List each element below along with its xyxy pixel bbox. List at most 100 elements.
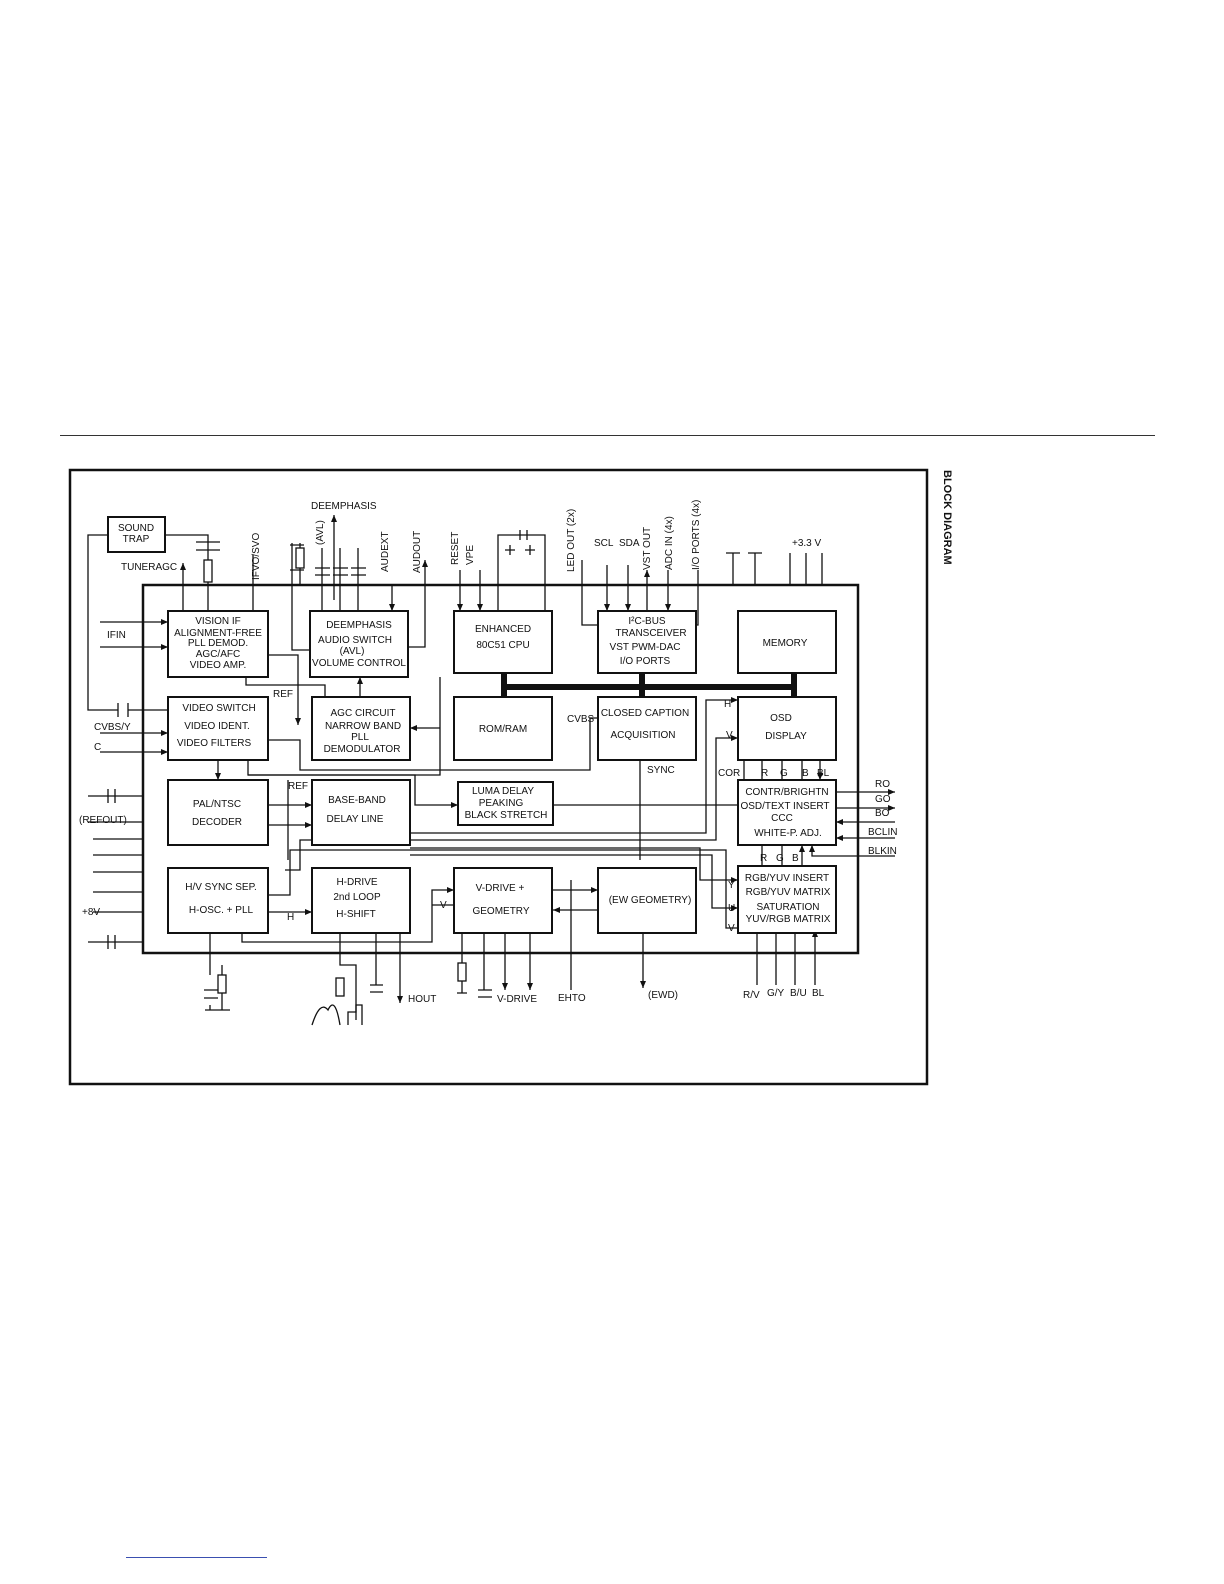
hdrive-label-3: H-SHIFT (336, 909, 375, 920)
bb-to-osd-h (410, 697, 738, 834)
vs-to-luma (247, 760, 458, 808)
rgb-label-2: RGB/YUV MATRIX (746, 887, 831, 898)
hv-caps (204, 933, 230, 1011)
bl-top-signal: BL (817, 768, 830, 779)
audout-signal: AUDOUT (412, 531, 423, 573)
h-osd-signal: H (724, 699, 731, 710)
luma-label-1: LUMA DELAY (472, 786, 534, 797)
video-switch-label-2: VIDEO IDENT. (184, 721, 250, 732)
vision-if-label-3: PLL DEMOD. (188, 638, 248, 649)
ifin-signal: IFIN (107, 630, 126, 641)
side-title: BLOCK DIAGRAM (941, 470, 953, 565)
blkin-signal: BLKIN (868, 846, 897, 857)
hdrive-pins (339, 933, 383, 1020)
refout-cap (88, 789, 143, 803)
hout-signal: HOUT (408, 994, 436, 1005)
luma-label-2: PEAKING (479, 798, 524, 809)
contr-label-2: OSD/TEXT INSERT (740, 801, 829, 812)
cpu-block (453, 610, 553, 674)
go-signal: GO (875, 794, 891, 805)
memory-label: MEMORY (763, 638, 808, 649)
b-top-signal: B (802, 768, 809, 779)
vision-if-label-4: AGC/AFC (196, 649, 240, 660)
v-vdrive-signal: V (440, 900, 447, 911)
baseband-label-1: BASE-BAND (328, 795, 386, 806)
chip-boundary (141, 583, 860, 955)
bl-in-signal: BL (812, 988, 825, 999)
top-rule (60, 435, 1155, 436)
i2c-block (597, 610, 697, 674)
baseband-block (311, 779, 411, 846)
tuneragc-signal: TUNERAGC (121, 562, 177, 573)
vision-if-label-2: ALIGNMENT-FREE (174, 628, 262, 639)
vs-to-cc (268, 717, 598, 771)
contr-label-4: WHITE-P. ADJ. (754, 828, 822, 839)
osd-label-2: DISPLAY (765, 731, 807, 742)
scl-signal: SCL (594, 538, 614, 549)
agc-label-4: DEMODULATOR (324, 744, 401, 755)
agc-label-1: AGC CIRCUIT (331, 708, 396, 719)
crystal (497, 534, 546, 611)
ehto-signal: EHTO (558, 993, 586, 1004)
video-switch-label-3: VIDEO FILTERS (177, 738, 252, 749)
bus-taps (501, 673, 797, 697)
r-top-signal: R (761, 768, 768, 779)
video-switch-label-1: VIDEO SWITCH (182, 703, 255, 714)
g-mid-signal: G (776, 853, 784, 864)
hv-block (167, 867, 269, 934)
v-drive-out-signal: V-DRIVE (497, 994, 537, 1005)
gy-signal: G/Y (767, 988, 785, 999)
i2c-label-2: TRANSCEIVER (615, 628, 686, 639)
led-wire (581, 560, 598, 626)
cpu-label-2: 80C51 CPU (476, 640, 529, 651)
cvbs-signal: CVBS (567, 714, 595, 725)
ref1-signal: REF (273, 689, 293, 700)
rgb-block (737, 865, 837, 934)
led-out-signal: LED OUT (2x) (566, 509, 577, 572)
cvbsy-signal: CVBS/Y (94, 722, 131, 733)
bu-signal: B/U (790, 988, 807, 999)
c-signal: C (94, 742, 101, 753)
vision-if-label-5: VIDEO AMP. (190, 660, 247, 671)
supply-signal: +3.3 V (792, 538, 822, 549)
sync-signal: SYNC (647, 765, 675, 776)
h-hdrive-signal: H (287, 912, 294, 923)
agc-label-2: NARROW BAND (325, 721, 401, 732)
hdrive-block (311, 867, 411, 934)
video-switch-block (167, 696, 269, 761)
hv-label-1: H/V SYNC SEP. (185, 882, 257, 893)
rgb-label-3: SATURATION (757, 902, 820, 913)
vision-if-label-1: VISION IF (195, 616, 241, 627)
agc-block (311, 696, 411, 761)
sound-trap-cap (117, 703, 129, 717)
ew-label: (EW GEOMETRY) (609, 895, 692, 906)
outer-frame (68, 468, 929, 1086)
b-mid-signal: B (792, 853, 799, 864)
deemphasis-label-1: DEEMPHASIS (326, 620, 392, 631)
block-labels: SOUND TRAP VISION IF ALIGNMENT-FREE PLL … (118, 523, 831, 925)
rv-signal: R/V (743, 990, 760, 1001)
if-to-agc (268, 654, 301, 725)
luma-label-3: BLACK STRETCH (465, 810, 548, 821)
cor-signal: COR (718, 768, 740, 779)
r-mid-signal: R (760, 853, 767, 864)
wiring (87, 515, 895, 1026)
vision-if-block (167, 610, 269, 678)
ewd-signal: (EWD) (648, 990, 678, 1001)
ref-wire (285, 780, 312, 871)
sound-trap-label-2: TRAP (123, 534, 150, 545)
xtal-cap (519, 530, 528, 540)
sound-trap-block (107, 516, 166, 553)
ifvo-signal: IFVO/SVO (251, 533, 262, 580)
deemph-caps (315, 548, 366, 611)
rgb-label-1: RGB/YUV INSERT (745, 873, 829, 884)
cc-block (597, 696, 697, 761)
sound-trap-label-1: SOUND (118, 523, 154, 534)
memory-block (737, 610, 837, 674)
left-pins (88, 821, 143, 949)
blocks (107, 516, 837, 934)
bottom-rule (126, 1557, 267, 1558)
hdrive-to-vdrive (241, 887, 454, 943)
baseband-label-2: DELAY LINE (327, 814, 384, 825)
